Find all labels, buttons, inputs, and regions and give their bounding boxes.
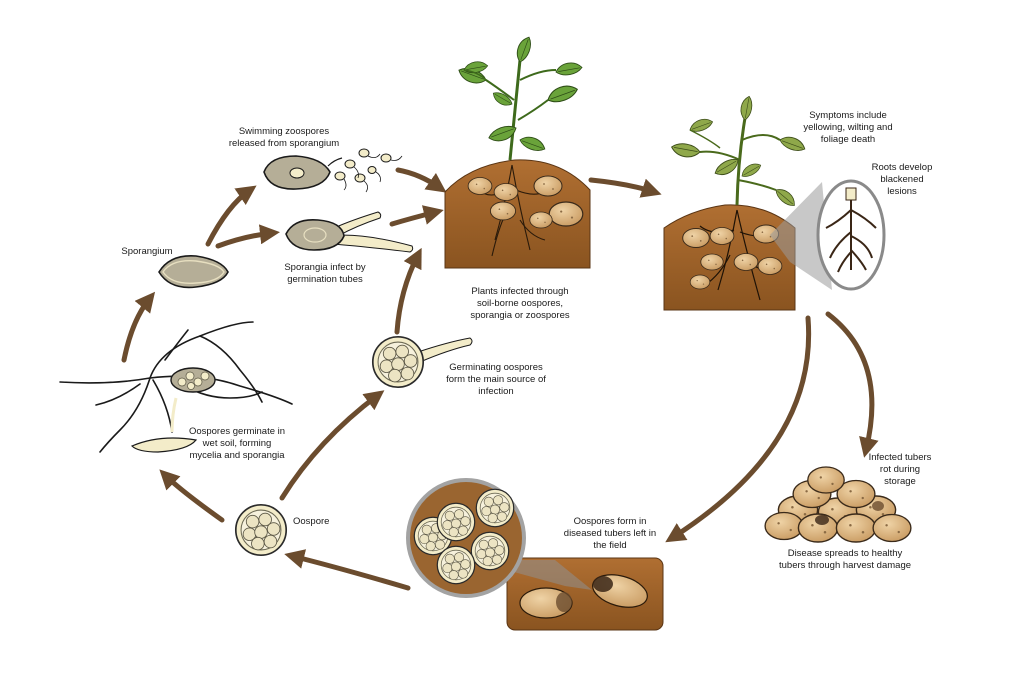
label-symptoms: Symptoms include yellowing, wilting and … <box>803 110 893 145</box>
arrow-sporangium-to-zoospores <box>205 185 257 247</box>
stored-tubers-illustration <box>764 466 912 543</box>
oospore-illustration <box>234 503 288 557</box>
field-tubers-illustration <box>406 478 664 631</box>
arrow-sporangium-to-germination <box>215 224 280 249</box>
germinating-oospore-illustration <box>371 335 473 389</box>
label-swimming-zoospores: Swimming zoospores released from sporang… <box>228 126 340 149</box>
label-disease-spreads: Disease spreads to healthy tubers throug… <box>778 548 912 571</box>
label-roots-develop: Roots develop blackened lesions <box>871 162 933 197</box>
arrow-oospore-to-germinating <box>279 390 385 501</box>
label-plants-infected: Plants infected through soil-borne oospo… <box>470 286 570 321</box>
arrow-plant-to-symptoms <box>588 177 662 198</box>
label-oospore: Oospore <box>293 516 330 527</box>
zoospores-illustration <box>263 148 403 193</box>
arrow-field-to-oospore <box>284 549 411 591</box>
label-sporangium: Sporangium <box>121 246 173 257</box>
arrow-zoospores-to-plant <box>395 167 447 193</box>
infected-plant-illustration <box>444 34 591 269</box>
arrow-oospore-to-mycelia <box>159 469 225 523</box>
label-infected-tubers: Infected tubers rot during storage <box>868 452 932 487</box>
cycle-arrows <box>121 167 879 591</box>
label-germinating-oospores: Germinating oospores form the main sourc… <box>446 362 546 397</box>
label-oospores-germinate: Oospores germinate in wet soil, forming … <box>188 426 286 461</box>
symptomatic-plant-illustration <box>663 94 886 311</box>
arrow-germinating-to-plant <box>394 247 422 335</box>
sporangium-illustration <box>158 255 229 289</box>
arrow-germination-to-plant <box>389 205 444 227</box>
label-oospores-form: Oospores form in diseased tubers left in… <box>563 516 657 551</box>
mycelia-illustration <box>59 321 293 453</box>
arrow-roots-to-tubers-field <box>665 315 812 543</box>
arrow-roots-to-storage <box>825 311 879 458</box>
label-sporangia-infect: Sporangia infect by germination tubes <box>284 262 366 285</box>
germination-tube-illustration <box>285 211 414 253</box>
arrow-mycelia-to-sporangium <box>121 291 156 363</box>
